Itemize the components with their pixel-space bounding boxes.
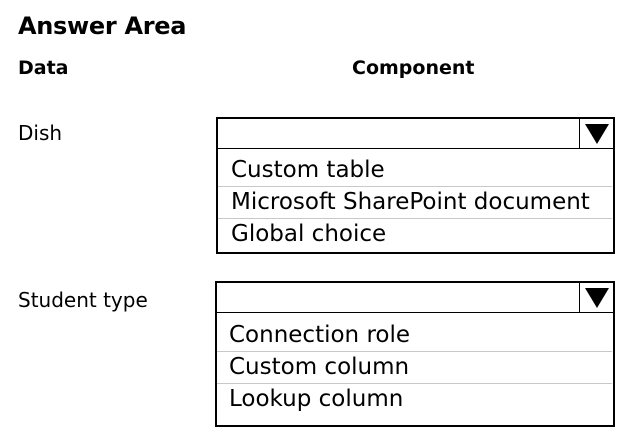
dropdown-option[interactable]: Lookup column	[229, 386, 404, 412]
row-label-student-type: Student type	[18, 288, 148, 312]
answer-area-title: Answer Area	[18, 12, 187, 40]
caret-down-icon	[584, 287, 609, 308]
dropdown-toggle-button[interactable]	[579, 283, 613, 312]
column-header-data: Data	[18, 57, 69, 79]
dropdown-option[interactable]: Global choice	[231, 221, 387, 247]
student-type-component-dropdown[interactable]: Connection role Custom column Lookup col…	[215, 281, 615, 427]
dropdown-option[interactable]: Microsoft SharePoint document	[218, 187, 612, 219]
dropdown-selected-value[interactable]	[217, 283, 613, 313]
caret-down-icon	[584, 123, 609, 144]
dropdown-toggle-button[interactable]	[579, 119, 613, 148]
dropdown-option[interactable]: Connection role	[217, 320, 612, 352]
dropdown-options-list: Connection role Custom column Lookup col…	[217, 313, 613, 415]
column-header-component: Component	[352, 57, 475, 79]
dropdown-option[interactable]: Custom column	[217, 352, 612, 384]
row-label-dish: Dish	[18, 121, 63, 145]
dropdown-selected-value[interactable]	[218, 119, 613, 149]
dish-component-dropdown[interactable]: Custom table Microsoft SharePoint docume…	[216, 117, 615, 254]
dropdown-option[interactable]: Custom table	[218, 155, 612, 187]
dropdown-options-list: Custom table Microsoft SharePoint docume…	[218, 149, 613, 250]
